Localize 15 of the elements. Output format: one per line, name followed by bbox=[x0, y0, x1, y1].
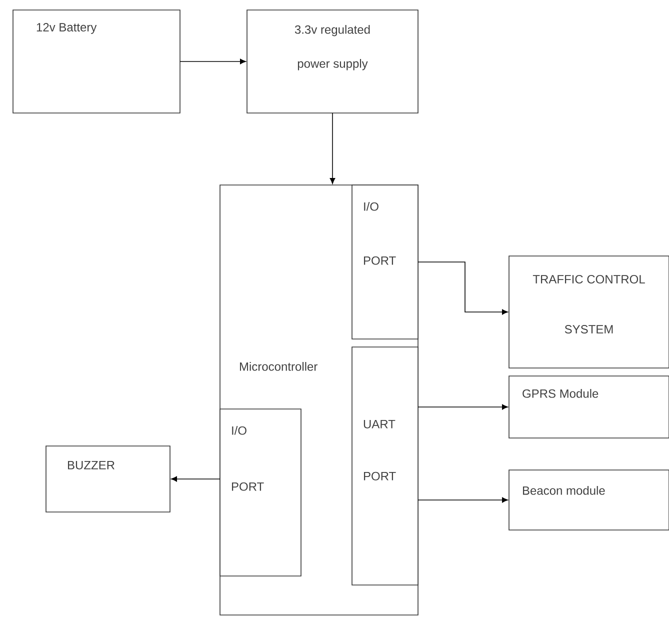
arrow bbox=[171, 476, 220, 482]
block-box: GPRS Module bbox=[508, 376, 669, 438]
arrow bbox=[180, 58, 246, 64]
port-box: I/O PORT bbox=[220, 408, 302, 576]
arrow bbox=[418, 404, 508, 410]
block-box: Beacon module bbox=[508, 470, 669, 530]
block-box: TRAFFIC CONTROL SYSTEM bbox=[508, 256, 669, 368]
arrow bbox=[330, 112, 336, 184]
block-box: BUZZER bbox=[46, 446, 170, 512]
port-box: UART PORT bbox=[352, 346, 418, 586]
arrow bbox=[418, 262, 508, 315]
block-box: 12v Battery bbox=[12, 10, 180, 114]
port-box: I/O PORT bbox=[352, 184, 418, 340]
block-box: 3.3v regulated power supply bbox=[246, 10, 418, 114]
arrow bbox=[418, 497, 508, 503]
